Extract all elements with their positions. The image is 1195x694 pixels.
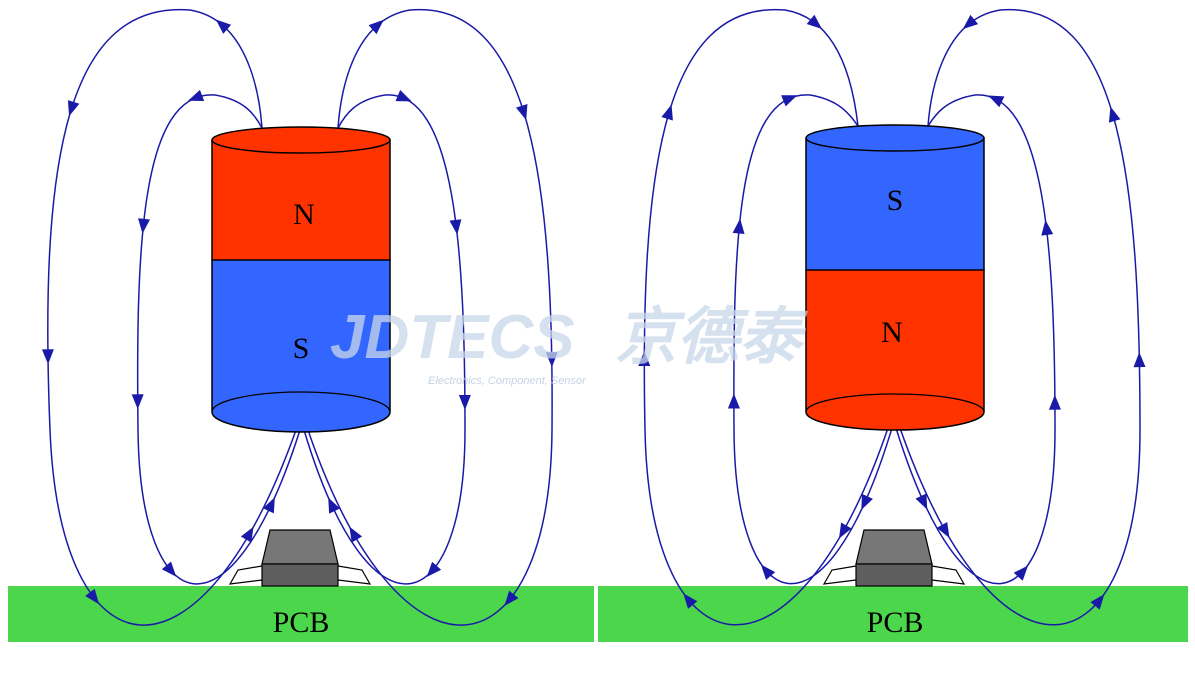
field-arrow-icon (328, 497, 340, 514)
field-arrow-icon (188, 89, 205, 102)
hall-sensor-chip (822, 529, 966, 587)
field-arrow-icon (395, 90, 412, 102)
field-arrow-icon (349, 526, 363, 543)
field-line-inner-right (303, 94, 466, 585)
field-arrow-icon (449, 219, 462, 235)
chip-top (855, 529, 933, 565)
watermark: JDTECS 京德泰 Electronics, Component, Senso… (330, 303, 808, 387)
magnet: S N (805, 124, 985, 431)
magnet: N S (211, 126, 391, 433)
pcb-board (8, 586, 594, 642)
field-arrow-icon (458, 394, 471, 410)
watermark-brand: JDTECS (330, 303, 575, 372)
chip-lead-right (337, 565, 372, 585)
magnet-bottom-label: N (881, 316, 903, 349)
field-arrow-icon (732, 218, 745, 235)
field-line-inner-left (136, 94, 301, 585)
field-arrow-icon (368, 19, 384, 35)
magnet-bottom-rim (211, 391, 391, 413)
field-arrow-icon (1108, 106, 1121, 123)
field-arrow-icon (426, 561, 442, 578)
panel-right: S N PCB (598, 8, 1188, 642)
field-arrow-icon (515, 104, 528, 121)
field-arrow-icon (727, 393, 740, 409)
magnet-top-label: N (293, 198, 315, 231)
magnet-bottom-half (805, 269, 985, 431)
magnet-bottom-half (211, 259, 391, 433)
field-arrow-icon (161, 561, 177, 577)
field-arrow-icon (1041, 219, 1054, 236)
field-arrow-icon (215, 19, 232, 34)
chip-lead-left (822, 565, 857, 585)
field-arrow-icon (1133, 352, 1146, 368)
field-arrow-icon (962, 14, 979, 30)
field-arrow-icon (1090, 594, 1105, 610)
field-arrow-icon (262, 497, 275, 514)
magnet-bottom-label: S (293, 332, 310, 365)
chip-lead-left (228, 565, 263, 585)
watermark-tagline: Electronics, Component, Sensor (428, 375, 587, 387)
field-arrow-icon (41, 349, 54, 365)
field-arrow-icon (240, 526, 254, 543)
field-arrow-icon (85, 588, 100, 605)
field-arrow-icon (915, 493, 928, 510)
field-arrow-icon (638, 351, 651, 367)
field-arrow-icon (138, 218, 150, 234)
watermark-brand-cn: 京德泰 (615, 303, 808, 372)
field-lines (638, 8, 1146, 626)
field-lines (41, 8, 558, 626)
field-arrow-icon (838, 522, 852, 539)
chip-top (261, 529, 339, 565)
field-arrow-icon (936, 521, 950, 538)
field-arrow-icon (988, 95, 1005, 108)
chip-body (261, 563, 339, 587)
hall-sensor-chip (228, 529, 372, 587)
pcb-label: PCB (273, 606, 330, 639)
pcb-board (598, 586, 1188, 642)
field-arrow-icon (760, 564, 776, 580)
field-arrow-icon (131, 394, 144, 410)
field-arrow-icon (67, 100, 80, 117)
field-arrow-icon (861, 493, 873, 510)
field-arrow-icon (1048, 394, 1061, 410)
field-arrow-icon (806, 14, 823, 30)
field-arrow-icon (661, 104, 673, 121)
magnet-bottom-rim (805, 393, 985, 413)
field-arrow-icon (781, 95, 798, 107)
field-line-inner-left (733, 94, 893, 585)
chip-body (855, 563, 933, 587)
field-arrow-icon (504, 590, 519, 606)
field-arrow-icon (545, 352, 558, 368)
panel-left: N S PCB (8, 8, 594, 642)
chip-lead-right (931, 565, 966, 585)
field-arrows (638, 14, 1146, 610)
pcb-label: PCB (867, 606, 924, 639)
magnet-top-cap (805, 124, 985, 152)
field-line-inner-right (895, 94, 1056, 585)
field-arrow-icon (1013, 565, 1029, 581)
field-arrows (41, 19, 558, 606)
magnet-top-label: S (887, 184, 904, 217)
field-arrow-icon (683, 593, 698, 609)
magnet-top-cap (211, 126, 391, 154)
